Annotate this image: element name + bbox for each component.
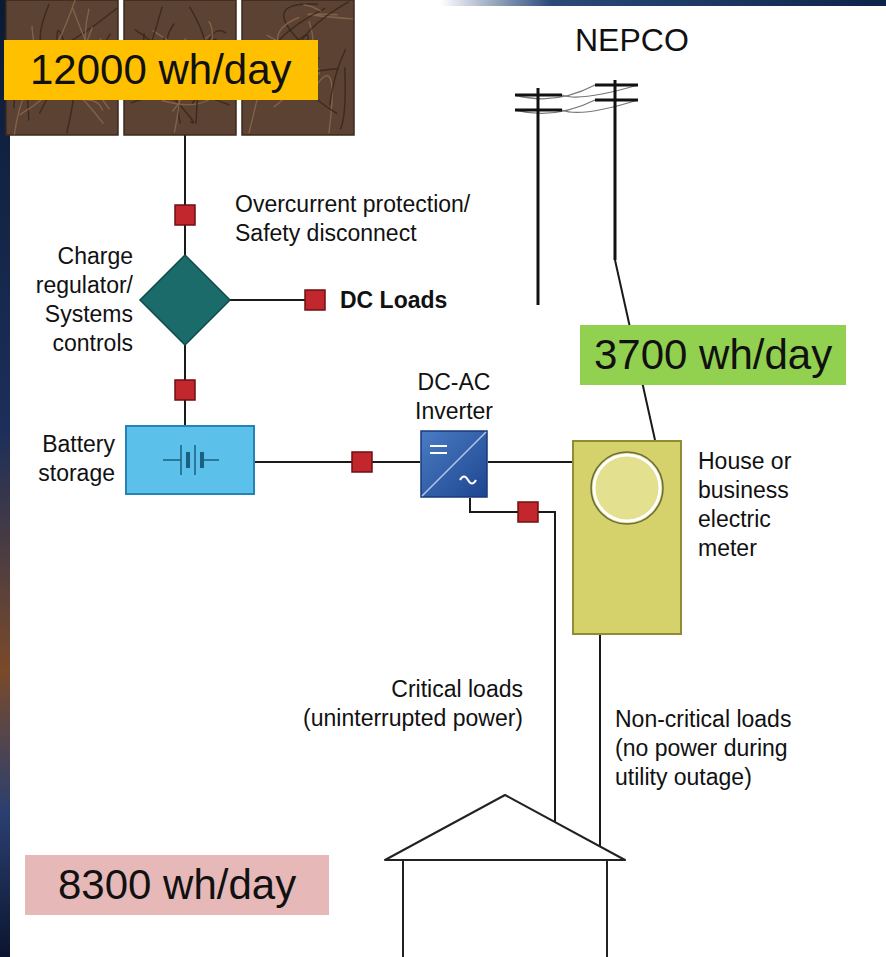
pole-crossbar: [595, 99, 638, 102]
power-line: [470, 498, 555, 822]
energy-value: 8300 wh/day: [25, 855, 329, 915]
pole-crossbar: [515, 94, 562, 97]
battery-symbol: [163, 459, 181, 461]
power-line: [230, 299, 305, 301]
power-line: [255, 461, 420, 463]
meter-dial: [594, 455, 660, 521]
power-wire: [562, 100, 638, 112]
panel-texture: [340, 67, 345, 129]
fuse-symbol: [518, 502, 538, 522]
battery-symbol: [194, 445, 196, 475]
panel-texture: [303, 5, 321, 11]
fuse-symbol: [175, 205, 195, 225]
meter-shape: [572, 440, 682, 635]
utility-name: NEPCO: [575, 20, 689, 60]
dc-load-disconnect: DC Loads: [305, 290, 325, 310]
fuse-shape: [175, 205, 195, 225]
charge-regulator: Charge regulator/ Systems controls: [140, 255, 230, 345]
utility-grid: NEPCO: [520, 80, 630, 260]
earth-edge-strip: [0, 0, 10, 957]
battery-symbol: [202, 459, 219, 461]
electric-meter: House or business electric meter: [572, 440, 682, 635]
power-wire: [515, 100, 595, 113]
panel-texture: [86, 100, 102, 111]
power-line: [599, 635, 601, 846]
component-label: Charge regulator/ Systems controls: [23, 242, 133, 358]
dc-symbol: [430, 446, 447, 453]
house-wall: [403, 855, 607, 957]
house-shape: [385, 795, 625, 957]
inverter-divider: [422, 432, 486, 496]
power-wire: [562, 85, 638, 97]
fuse-symbol: [352, 452, 372, 472]
ac-symbol: [460, 477, 476, 484]
diamond-shape: [140, 255, 230, 345]
utility-pole: [537, 88, 540, 305]
inverter-box: DC-AC Inverter: [420, 430, 488, 498]
component-label: DC-AC Inverter: [404, 368, 504, 426]
pole-crossbar: [515, 109, 562, 112]
line-label: Critical loads (uninterrupted power): [270, 675, 526, 733]
power-line: [184, 135, 186, 205]
line-label: Non-critical loads (no power during util…: [612, 705, 818, 792]
inverter-shape: [420, 430, 488, 498]
battery-symbol: [180, 445, 182, 475]
regulator-diamond: [140, 255, 230, 345]
fuse-symbol: [175, 380, 195, 400]
sky-top-strip: [440, 0, 886, 6]
panel-texture: [330, 49, 346, 105]
pole-crossbar: [595, 84, 638, 87]
house-roof: [385, 795, 625, 860]
house-shape: 8300 wh/day: [385, 795, 625, 957]
component-label: Battery storage: [20, 430, 115, 488]
battery-box: [126, 426, 254, 494]
utility-pole: [614, 80, 617, 260]
energy-value: 3700 wh/day: [580, 325, 846, 385]
inverter-box: [421, 431, 487, 497]
component-label: Overcurrent protection/ Safety disconnec…: [235, 190, 495, 248]
component-label: House or business electric meter: [698, 447, 813, 563]
fuse-symbol: [305, 290, 325, 310]
load-label: DC Loads: [340, 286, 447, 315]
panel-texture: [308, 14, 353, 19]
battery-shape: [125, 425, 255, 495]
meter-dial-rim: [591, 452, 663, 524]
safety-disconnect: Overcurrent protection/ Safety disconnec…: [175, 205, 195, 225]
battery-symbol: [186, 452, 190, 468]
meter-box: [573, 441, 681, 634]
solar-panel-array: 12000 wh/day: [6, 0, 354, 135]
power-line: [488, 461, 572, 463]
energy-value: 12000 wh/day: [4, 40, 318, 100]
poles-shape: [520, 80, 630, 260]
power-line: [184, 225, 186, 255]
battery-bank: Battery storage: [125, 425, 255, 495]
fuse-shape: [305, 290, 325, 310]
